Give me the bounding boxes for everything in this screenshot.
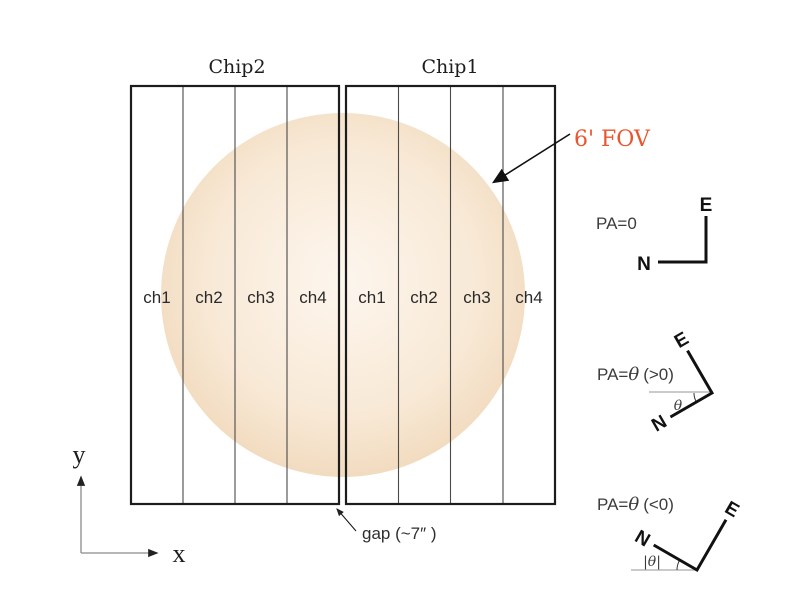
pa-positive-panel: PA=θ(>0) θ E N — [597, 328, 715, 436]
pa-zero-panel: PA=0 E N — [596, 195, 712, 275]
chip1-ch4-label: ch4 — [515, 288, 542, 307]
fov-annotation: 6' FOV — [491, 127, 651, 184]
chip2-title: Chip2 — [208, 56, 265, 78]
pa-zero-label: PA=0 — [596, 214, 637, 233]
pa-positive-label: PA=θ(>0) — [597, 364, 674, 385]
north-label: N — [637, 254, 651, 275]
fov-circle — [161, 113, 525, 477]
chip1-ch2-label: ch2 — [410, 288, 437, 307]
chip1-title: Chip1 — [421, 56, 478, 78]
chip2-outline — [129, 84, 341, 506]
chip1-ch1-label: ch1 — [358, 288, 385, 307]
chip1-ch3-label: ch3 — [463, 288, 490, 307]
pa-positive-compass-lines — [669, 349, 715, 419]
x-axis-label: x — [173, 539, 186, 568]
chip2-ch3-label: ch3 — [247, 288, 274, 307]
gap-label: gap (~7″ ) — [362, 524, 437, 543]
pa-negative-angle-label: |θ| — [643, 554, 661, 570]
pa-zero-compass — [658, 216, 708, 264]
chip1-outline — [344, 84, 557, 506]
north-label: N — [648, 411, 670, 436]
north-label: N — [631, 526, 653, 551]
pa-negative-panel: PA=θ(<0) |θ| E N — [597, 494, 742, 573]
chip2-ch1-label: ch1 — [143, 288, 170, 307]
chip2-ch4-label: ch4 — [299, 288, 326, 307]
pa-negative-label: PA=θ(<0) — [597, 494, 674, 515]
pa-negative-compass-lines — [652, 519, 728, 573]
pa-positive-angle-label: θ — [674, 398, 683, 414]
chip2-ch2-label: ch2 — [195, 288, 222, 307]
east-label: E — [671, 328, 692, 353]
fov-label: 6' FOV — [574, 127, 651, 152]
east-label: E — [700, 195, 713, 216]
chip2-group: Chip2 ch1 ch2 ch3 ch4 — [129, 56, 341, 506]
fov-arrow — [491, 133, 571, 184]
y-axis-label: y — [73, 440, 86, 469]
gap-annotation: gap (~7″ ) — [336, 508, 437, 543]
chip1-group: Chip1 ch1 ch2 ch3 ch4 — [344, 56, 557, 506]
gap-arrow — [336, 508, 357, 532]
east-label: E — [721, 498, 742, 523]
xy-axes: y x — [73, 440, 186, 568]
